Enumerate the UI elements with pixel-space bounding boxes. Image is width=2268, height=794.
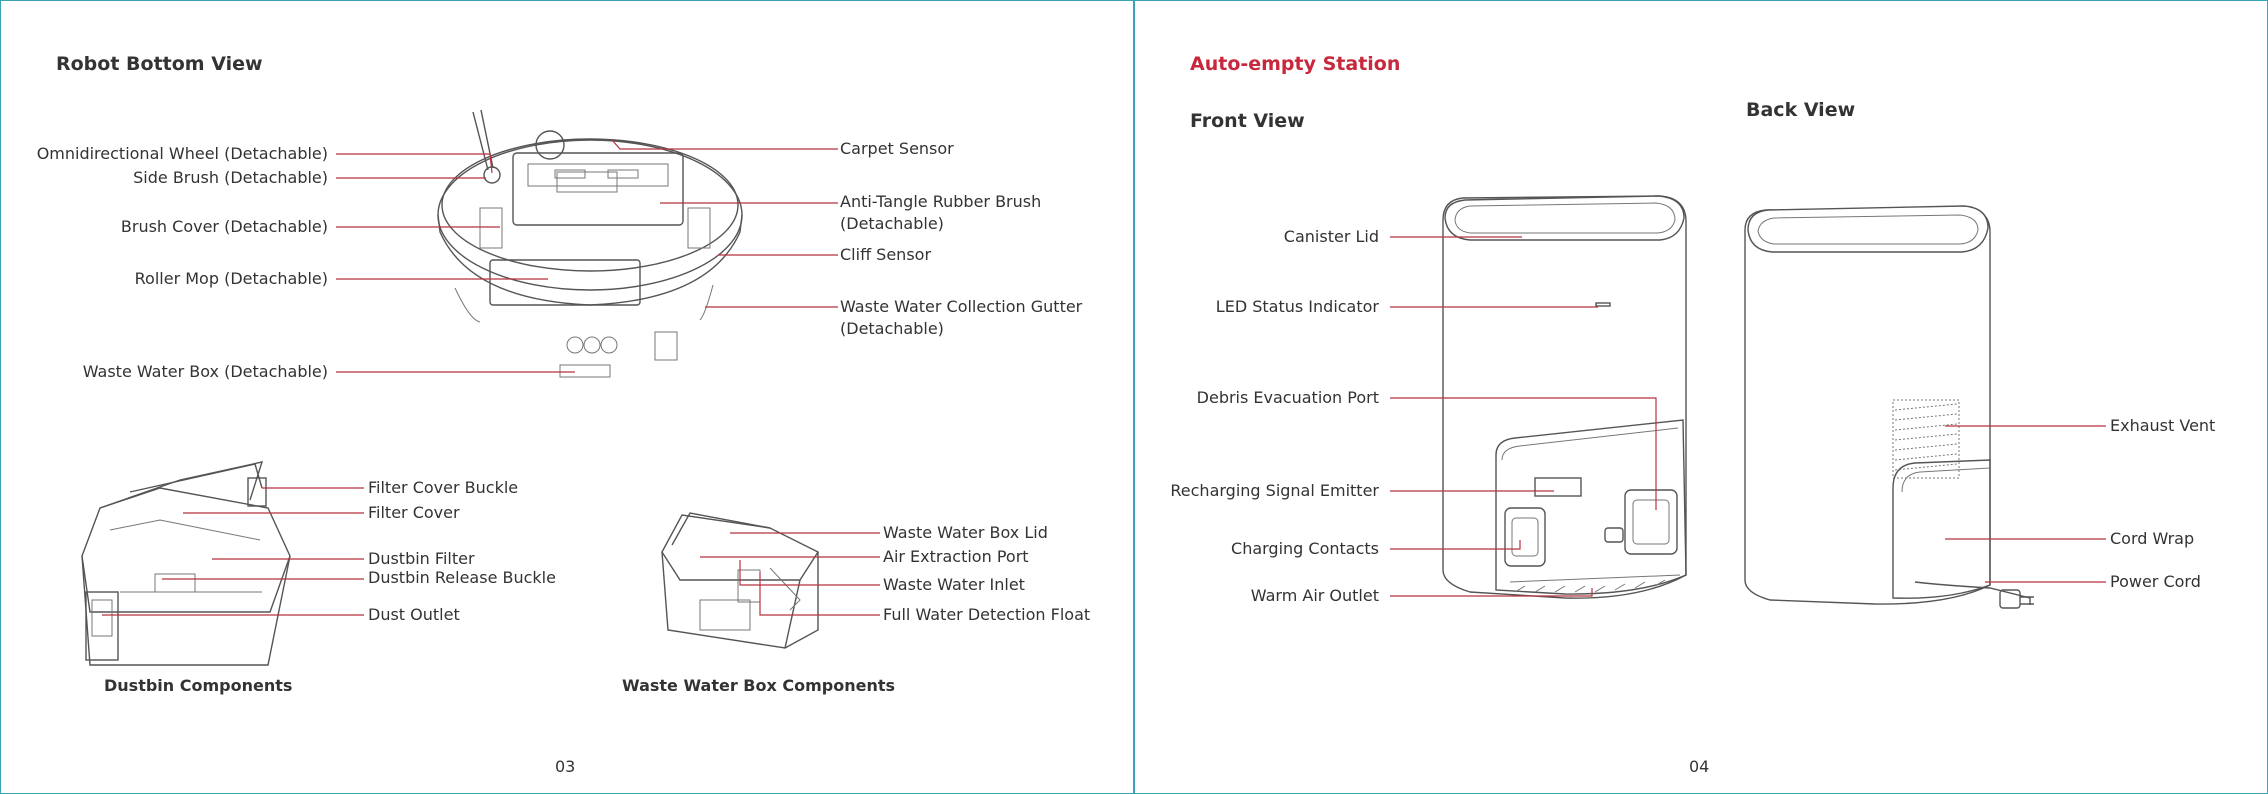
label-side-brush: Side Brush (Detachable) — [133, 168, 328, 187]
label-roller-mop: Roller Mop (Detachable) — [134, 269, 328, 288]
label-collection-gutter: Waste Water Collection Gutter — [840, 297, 1083, 316]
page-divider — [1133, 0, 1135, 794]
label-collection-gutter-detachable: (Detachable) — [840, 319, 944, 338]
label-anti-tangle-brush-detachable: (Detachable) — [840, 214, 944, 233]
label-omni-wheel: Omnidirectional Wheel (Detachable) — [36, 144, 328, 163]
label-filter-cover: Filter Cover — [368, 503, 460, 522]
label-brush-cover: Brush Cover (Detachable) — [120, 217, 328, 236]
label-anti-tangle-brush: Anti-Tangle Rubber Brush — [840, 192, 1042, 211]
page-number-right: 04 — [1689, 757, 1710, 776]
caption-waste-box-components: Waste Water Box Components — [622, 676, 896, 695]
subtitle-back-view: Back View — [1746, 99, 1856, 121]
label-exhaust-vent: Exhaust Vent — [2110, 416, 2216, 435]
exhaust-vent-grille — [1892, 399, 1960, 479]
robot-bottom-illustration — [437, 109, 743, 378]
label-waste-water-inlet: Waste Water Inlet — [883, 575, 1025, 594]
label-debris-evacuation-port: Debris Evacuation Port — [1196, 388, 1379, 407]
caption-dustbin-components: Dustbin Components — [104, 676, 293, 695]
label-carpet-sensor: Carpet Sensor — [840, 139, 954, 158]
page-title-robot-bottom: Robot Bottom View — [56, 53, 263, 75]
label-filter-cover-buckle: Filter Cover Buckle — [368, 478, 519, 497]
label-cliff-sensor: Cliff Sensor — [840, 245, 932, 264]
label-recharging-signal-emitter: Recharging Signal Emitter — [1170, 481, 1379, 500]
label-canister-lid: Canister Lid — [1283, 227, 1379, 246]
label-charging-contacts: Charging Contacts — [1231, 539, 1379, 558]
label-waste-water-box: Waste Water Box (Detachable) — [82, 362, 328, 381]
station-back-illustration — [1744, 205, 2034, 609]
label-dust-outlet: Dust Outlet — [368, 605, 460, 624]
label-dustbin-release-buckle: Dustbin Release Buckle — [368, 568, 556, 587]
label-cord-wrap: Cord Wrap — [2110, 529, 2195, 548]
station-front-illustration — [1442, 195, 1687, 599]
page-number-left: 03 — [555, 757, 576, 776]
page-title-auto-empty-station: Auto-empty Station — [1190, 53, 1401, 75]
label-power-cord: Power Cord — [2110, 572, 2201, 591]
label-led-status-indicator: LED Status Indicator — [1215, 297, 1379, 316]
label-waste-box-lid: Waste Water Box Lid — [883, 523, 1048, 542]
label-warm-air-outlet: Warm Air Outlet — [1250, 586, 1379, 605]
label-dustbin-filter: Dustbin Filter — [368, 549, 475, 568]
subtitle-front-view: Front View — [1190, 110, 1305, 132]
dustbin-illustration — [81, 461, 291, 666]
label-full-water-float: Full Water Detection Float — [883, 605, 1091, 624]
label-air-extraction-port: Air Extraction Port — [883, 547, 1029, 566]
